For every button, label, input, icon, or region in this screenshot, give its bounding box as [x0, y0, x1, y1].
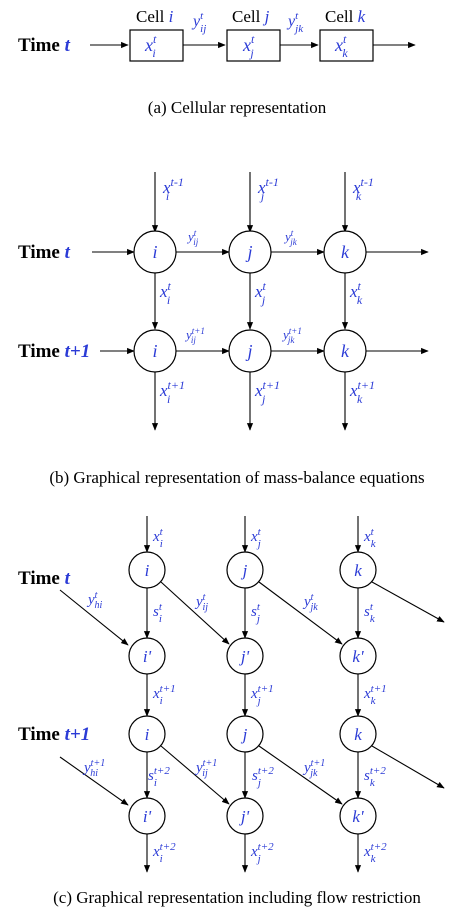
svg-text:k: k	[354, 561, 362, 580]
svg-text:st+2j: st+2j	[252, 765, 274, 789]
svg-text:i: i	[152, 341, 157, 361]
svg-text:st+2k: st+2k	[364, 765, 386, 789]
svg-text:xt-1i: xt-1i	[162, 175, 184, 203]
time-label-b-t1: Time t+1	[18, 341, 90, 362]
svg-text:i: i	[145, 725, 150, 744]
svg-text:i: i	[152, 242, 157, 262]
svg-text:j: j	[245, 242, 252, 262]
svg-text:xt+1k: xt+1k	[349, 378, 375, 406]
cell-label-j: Cell j	[232, 7, 270, 26]
svg-text:k: k	[341, 242, 350, 262]
time-label-c-t: Time t	[18, 568, 71, 589]
svg-text:i: i	[145, 561, 150, 580]
svg-text:xtk: xtk	[349, 279, 363, 307]
cell-box-i	[129, 29, 184, 62]
cell-label-i: Cell i	[136, 7, 174, 26]
caption-c: (c) Graphical representation including f…	[53, 888, 421, 907]
svg-text:xtj: xtj	[254, 279, 267, 307]
svg-text:xtj: xtj	[242, 32, 255, 60]
cell-label-k: Cell k	[325, 7, 366, 26]
svg-text:j: j	[241, 725, 248, 744]
svg-text:xt+1k: xt+1k	[363, 683, 387, 707]
svg-text:yt+1hi: yt+1hi	[82, 758, 105, 779]
svg-text:stj: stj	[251, 601, 261, 625]
svg-text:j: j	[241, 561, 248, 580]
svg-text:xt-1k: xt-1k	[352, 175, 374, 203]
cell-box-j	[226, 29, 281, 62]
caption-b: (b) Graphical representation of mass-bal…	[49, 468, 424, 487]
svg-text:xti: xti	[144, 32, 157, 60]
svg-text:xt+1j: xt+1j	[250, 683, 274, 707]
svg-text:xt+2j: xt+2j	[250, 841, 274, 865]
svg-text:yt+1jk: yt+1jk	[281, 326, 302, 345]
svg-text:k': k'	[352, 647, 364, 666]
svg-text:st+2i: st+2i	[148, 765, 170, 789]
svg-text:stk: stk	[364, 601, 376, 625]
svg-text:j: j	[245, 341, 252, 361]
svg-text:xt-1j: xt-1j	[257, 175, 279, 203]
svg-text:k: k	[354, 725, 362, 744]
time-label-a: Time t	[18, 35, 71, 56]
svg-text:xt+1i: xt+1i	[152, 683, 176, 707]
svg-text:i': i'	[143, 807, 152, 826]
svg-text:yt+1ij: yt+1ij	[184, 326, 205, 345]
svg-text:xt+1i: xt+1i	[159, 378, 185, 406]
svg-text:xti: xti	[159, 279, 172, 307]
cell-box-k	[319, 29, 374, 62]
svg-text:yt+1jk: yt+1jk	[302, 758, 325, 779]
svg-text:yt+1ij: yt+1ij	[194, 758, 217, 779]
svg-text:xtk: xtk	[334, 32, 348, 60]
svg-text:sti: sti	[153, 601, 163, 625]
svg-text:xt+1j: xt+1j	[254, 378, 280, 406]
svg-text:k': k'	[352, 807, 364, 826]
svg-text:i': i'	[143, 647, 152, 666]
svg-text:xtj: xtj	[250, 526, 262, 550]
svg-text:j': j'	[239, 807, 250, 826]
svg-text:xt+2k: xt+2k	[363, 841, 387, 865]
svg-text:k: k	[341, 341, 350, 361]
svg-text:xti: xti	[152, 526, 164, 550]
svg-text:j': j'	[239, 647, 250, 666]
svg-text:xt+2i: xt+2i	[152, 841, 176, 865]
time-label-c-t1: Time t+1	[18, 724, 90, 745]
caption-a: (a) Cellular representation	[148, 98, 327, 117]
svg-text:xtk: xtk	[363, 526, 377, 550]
time-label-b-t: Time t	[18, 242, 71, 263]
